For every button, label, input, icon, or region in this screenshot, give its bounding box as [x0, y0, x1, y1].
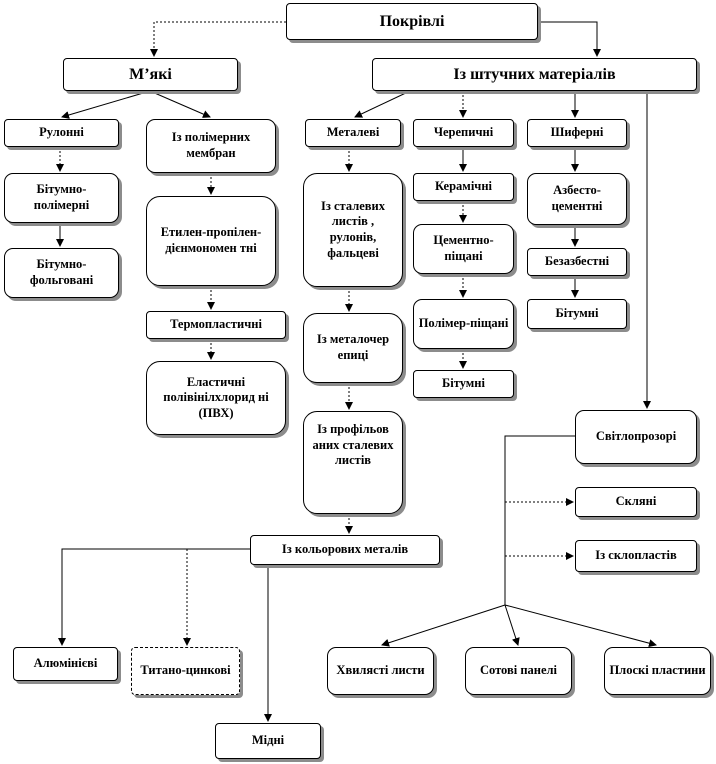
node-bitumen-polymer: Бітумно-полімерні: [4, 173, 119, 223]
node-pvc: Еластичні полівінілхлорид ні (ПВХ): [146, 361, 286, 435]
node-epdm: Етилен-пропілен-дієнмономен тні: [146, 196, 276, 286]
node-tile: Черепичні: [413, 119, 514, 147]
node-ceramic: Керамічні: [413, 173, 514, 201]
node-asbestos-free: Безазбестні: [527, 248, 627, 276]
node-titanium-zinc: Титано-цинкові: [131, 647, 240, 695]
node-synthetic: Із штучних матеріалів: [372, 58, 697, 91]
node-roofs: Покрівлі: [286, 3, 538, 40]
node-profiled-steel: Із профільов аних сталевих листів: [303, 411, 403, 514]
node-steel-sheets: Із сталевих листів , рулонів, фальцеві: [303, 173, 403, 287]
connector-25: [58, 548, 250, 646]
node-cellular-panels: Сотові панелі: [465, 647, 572, 695]
node-soft: М’які: [63, 58, 238, 91]
node-copper: Мідні: [215, 723, 321, 759]
node-nonferrous: Із кольорових металів: [250, 535, 440, 565]
node-fiberglass: Із склопластів: [575, 540, 697, 572]
node-polymer-membranes: Із полімерних мембран: [146, 119, 276, 173]
node-glass: Скляні: [575, 487, 697, 517]
node-metal: Металеві: [305, 119, 401, 147]
connector-3: [61, 90, 151, 119]
node-bitumen-foil: Бітумно-фольговані: [4, 248, 119, 298]
node-asbestos-cement: Азбесто-цементні: [527, 173, 627, 225]
node-translucent: Світлопрозорі: [575, 410, 697, 464]
node-corrugated-sheets: Хвилясті листи: [327, 647, 434, 695]
node-rolled: Рулонні: [4, 119, 119, 147]
node-slate-bitumen: Бітумні: [527, 299, 627, 329]
node-cement-sand: Цементно-піщані: [413, 224, 514, 274]
node-tile-bitumen: Бітумні: [413, 370, 514, 398]
connector-10: [354, 90, 411, 118]
node-metal-tile: Із металочер епиці: [303, 313, 403, 383]
connector-32: [504, 604, 520, 646]
connector-33: [504, 604, 657, 648]
node-thermoplastic: Термопластичні: [146, 311, 286, 339]
connector-28: [504, 435, 575, 605]
connector-2: [538, 21, 601, 57]
node-polymer-sand: Полімер-піщані: [413, 299, 514, 349]
node-flat-plates: Плоскі пластини: [604, 647, 711, 695]
node-aluminum: Алюмінієві: [13, 647, 118, 681]
node-slate: Шиферні: [527, 119, 627, 147]
connector-4: [149, 90, 211, 118]
connector-31: [381, 604, 506, 647]
connector-1: [150, 21, 286, 57]
